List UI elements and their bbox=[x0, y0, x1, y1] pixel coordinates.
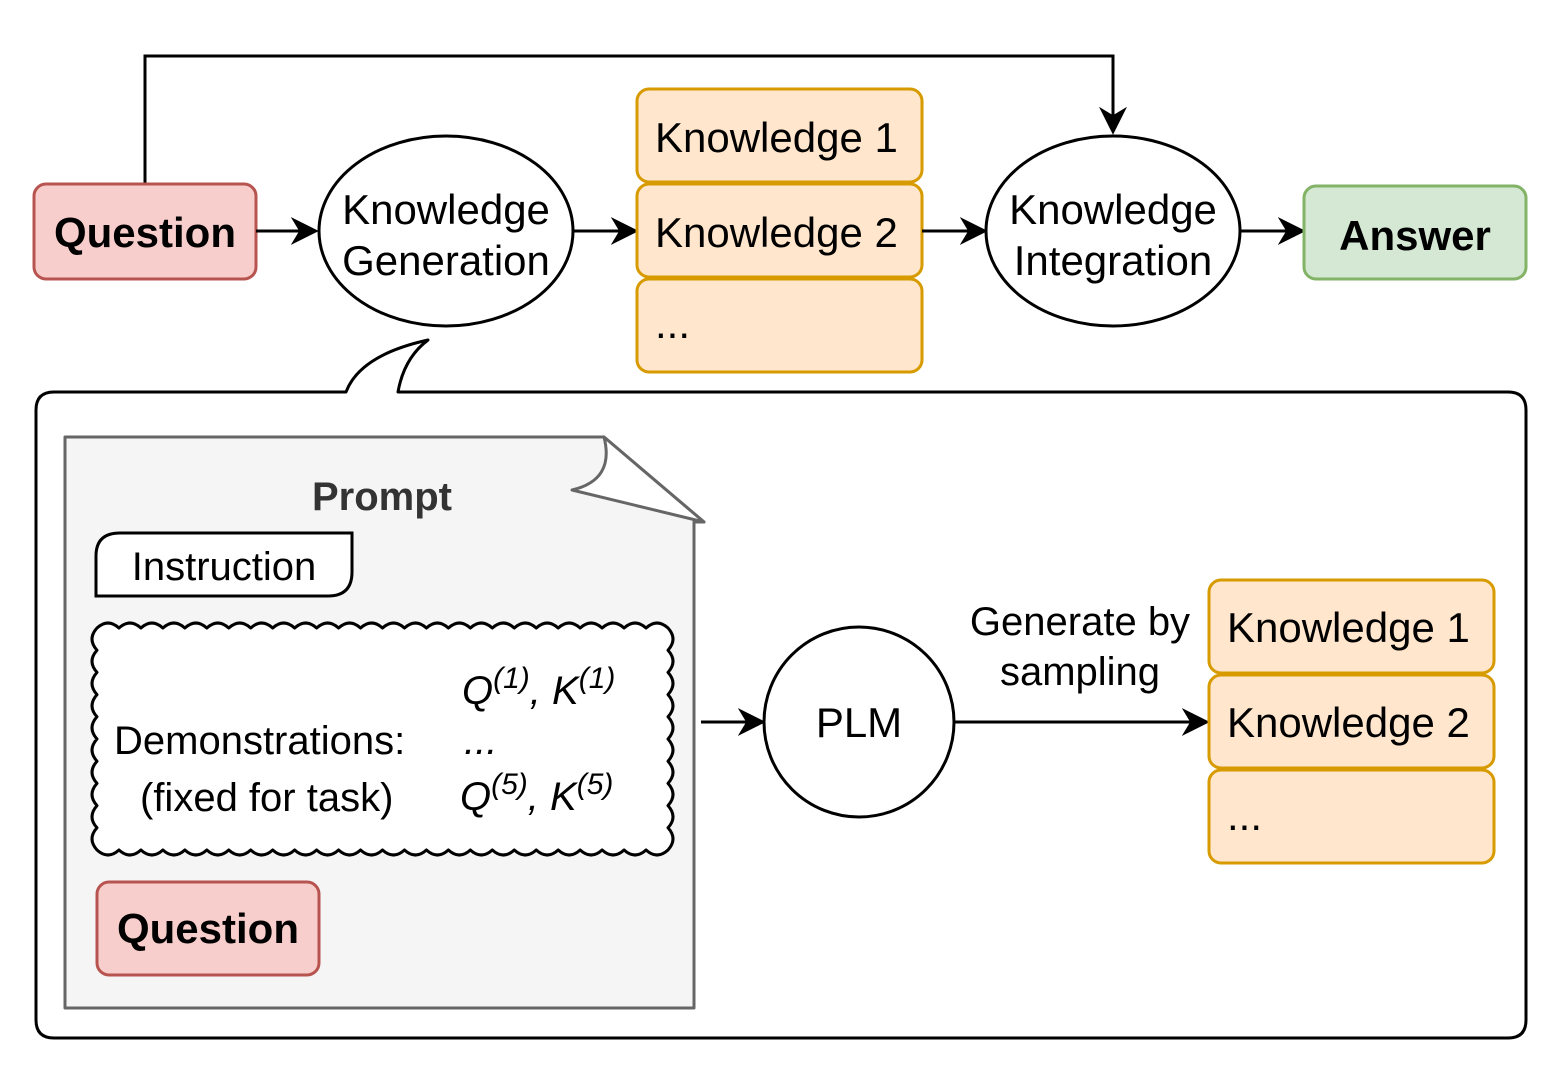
demo-last-q: Q bbox=[460, 775, 491, 819]
knowledge-box-bottom-1 bbox=[1207, 578, 1496, 675]
question-box-bottom bbox=[95, 880, 321, 977]
answer-label: Answer bbox=[1339, 212, 1491, 259]
demo-last-q-sup: (5) bbox=[491, 768, 528, 801]
instruction-box bbox=[94, 531, 354, 598]
prompt-document-fold bbox=[570, 435, 706, 524]
plm-label: PLM bbox=[816, 699, 902, 746]
demo-first-q-sup: (1) bbox=[493, 662, 530, 695]
demo-last-sep: , bbox=[528, 775, 550, 819]
demo-first-q: Q bbox=[462, 669, 493, 713]
instruction-label: Instruction bbox=[132, 545, 317, 589]
demonstrations-cloud bbox=[90, 621, 675, 857]
demonstrations-note: (fixed for task) bbox=[140, 776, 393, 820]
prompt-title: Prompt bbox=[312, 475, 452, 519]
knowledge-label-bottom-1: Knowledge 1 bbox=[1227, 604, 1470, 651]
knowledge-integration-line1: Knowledge bbox=[1009, 186, 1217, 233]
demo-ellipsis: ... bbox=[464, 719, 497, 763]
knowledge-box-bottom-2 bbox=[1207, 673, 1496, 770]
knowledge-box-top-3 bbox=[635, 277, 924, 374]
knowledge-generation-line1: Knowledge bbox=[342, 186, 550, 233]
question-label-top: Question bbox=[54, 209, 236, 256]
edge-label-line2: sampling bbox=[1000, 650, 1160, 694]
question-label-bottom: Question bbox=[117, 905, 299, 952]
answer-box bbox=[1302, 184, 1528, 281]
knowledge-label-bottom-2: Knowledge 2 bbox=[1227, 699, 1470, 746]
knowledge-label-top-3: ... bbox=[655, 300, 690, 347]
demonstrations-label: Demonstrations: bbox=[114, 719, 405, 763]
knowledge-box-top-1 bbox=[635, 87, 924, 184]
knowledge-integration-line2: Integration bbox=[1014, 237, 1212, 284]
knowledge-label-bottom-3: ... bbox=[1227, 792, 1262, 839]
knowledge-label-top-1: Knowledge 1 bbox=[655, 114, 898, 161]
demo-first-k: K bbox=[552, 669, 581, 713]
demo-last-pair: Q(5), K(5) bbox=[460, 768, 613, 819]
knowledge-generation-line2: Generation bbox=[342, 237, 550, 284]
demo-first-sep: , bbox=[530, 669, 552, 713]
knowledge-box-bottom-3 bbox=[1207, 768, 1496, 865]
demo-last-k-sup: (5) bbox=[577, 768, 614, 801]
demo-first-k-sup: (1) bbox=[579, 662, 616, 695]
edge-label-line1: Generate by bbox=[970, 600, 1190, 644]
demo-last-k: K bbox=[550, 775, 579, 819]
question-to-integration-connector bbox=[143, 54, 1127, 184]
demo-first-pair: Q(1), K(1) bbox=[462, 662, 615, 713]
knowledge-label-top-2: Knowledge 2 bbox=[655, 209, 898, 256]
